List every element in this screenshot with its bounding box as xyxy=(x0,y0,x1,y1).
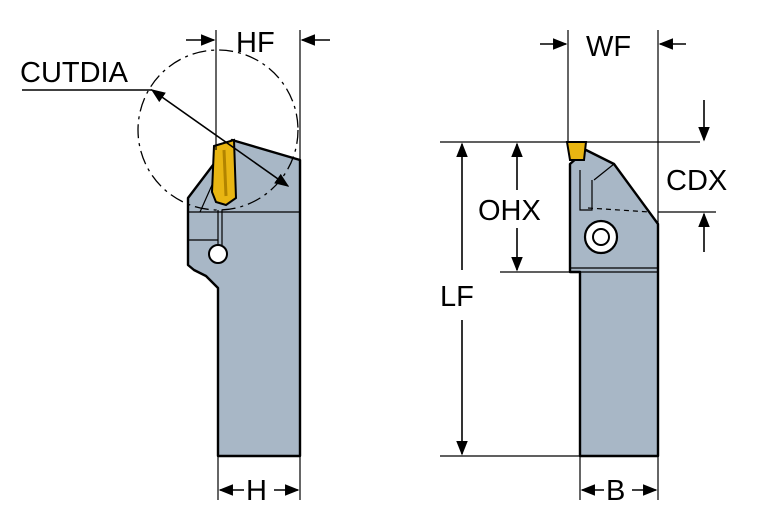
clamp-screw xyxy=(583,219,619,255)
left-view: CUTDIA HF H xyxy=(20,27,330,507)
right-clamp-slot xyxy=(579,170,593,211)
right-hidden-line xyxy=(587,207,651,213)
left-holder-body xyxy=(186,138,302,458)
ohx-label: OHX xyxy=(478,195,541,227)
wf-label: WF xyxy=(586,31,631,63)
right-clamp-edge xyxy=(593,163,615,181)
h-label: H xyxy=(246,475,267,507)
cutdia-label: CUTDIA xyxy=(20,57,129,89)
b-label: B xyxy=(606,475,625,507)
relief-hole xyxy=(208,244,228,264)
cdx-label: CDX xyxy=(666,165,727,197)
right-holder-body xyxy=(568,148,660,458)
lf-label: LF xyxy=(440,281,474,313)
right-view: WF CDX OHX LF B xyxy=(440,30,727,507)
cutdia-dimension-line xyxy=(150,89,290,187)
cutdia-circle xyxy=(137,49,299,211)
torx-icon xyxy=(592,228,610,246)
left-insert-shade xyxy=(222,149,228,197)
hf-label: HF xyxy=(236,27,275,59)
right-insert xyxy=(565,141,588,161)
